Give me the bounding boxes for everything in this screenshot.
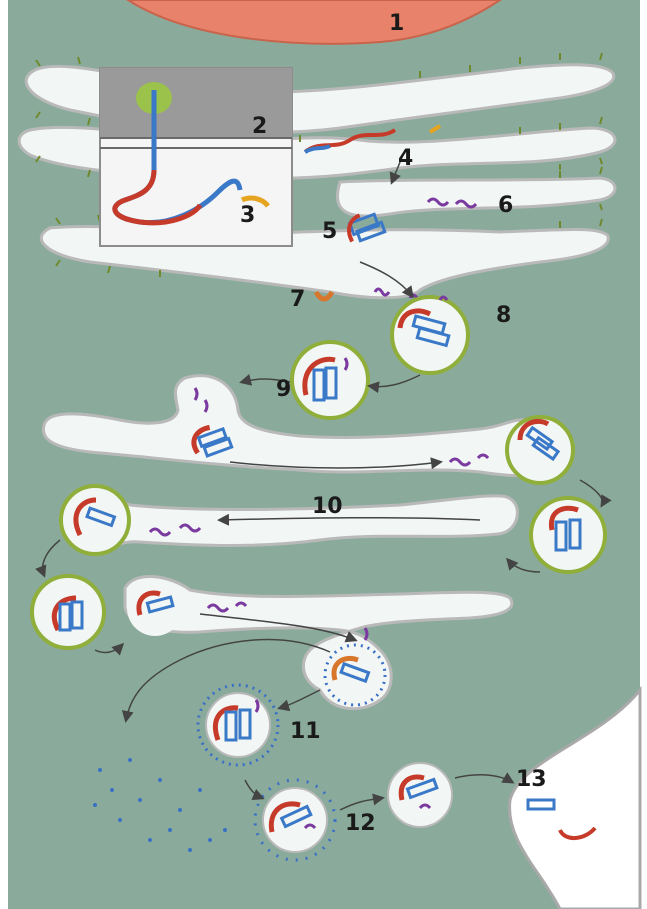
transport-vesicle-9 <box>292 342 368 418</box>
label-5: 5 <box>322 219 337 244</box>
label-8: 8 <box>496 303 511 328</box>
label-2: 2 <box>252 114 267 139</box>
translocation-inset <box>100 68 292 246</box>
transport-vesicle-right <box>531 498 605 572</box>
golgi-vesicle-left <box>61 486 129 554</box>
golgi-vesicle-right <box>507 417 573 483</box>
label-4: 4 <box>398 146 413 171</box>
label-1: 1 <box>389 11 404 36</box>
label-12: 12 <box>345 811 376 836</box>
golgi-vesicle-3 <box>127 580 183 636</box>
label-6: 6 <box>498 193 513 218</box>
label-9: 9 <box>276 377 291 402</box>
label-7: 7 <box>290 287 305 312</box>
label-11: 11 <box>290 719 321 744</box>
label-3: 3 <box>240 203 255 228</box>
secretory-vesicle <box>388 763 452 827</box>
label-13: 13 <box>516 767 547 792</box>
label-10: 10 <box>312 494 343 519</box>
transport-vesicle-left <box>32 576 104 648</box>
budding-vesicle-8 <box>392 297 468 373</box>
